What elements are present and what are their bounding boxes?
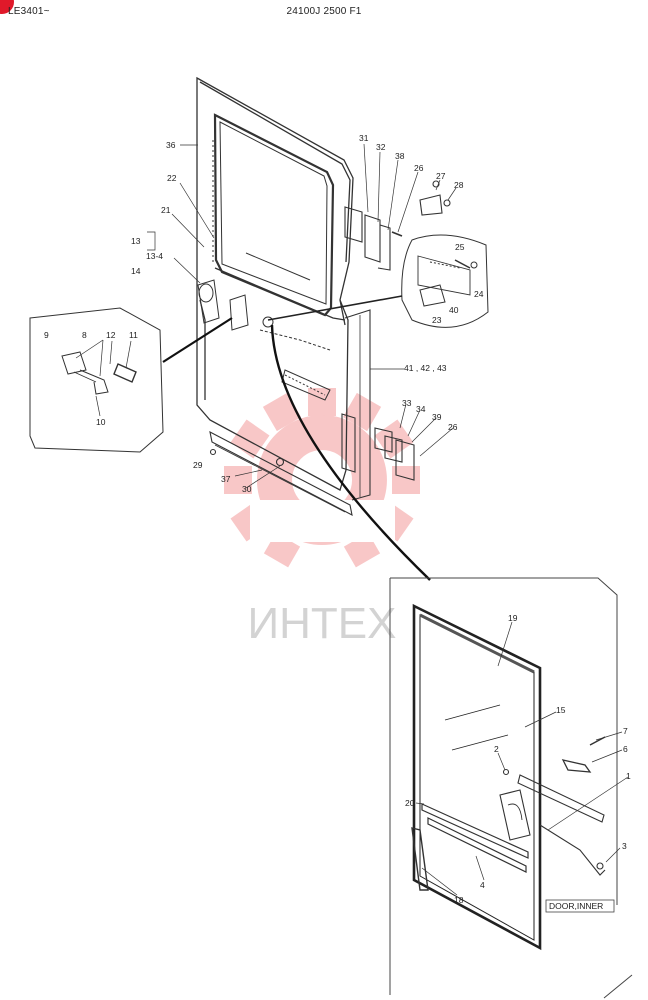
- callout-23: 23: [432, 315, 442, 325]
- callout-37: 37: [221, 474, 231, 484]
- callout-26-upper: 26: [414, 163, 424, 173]
- callout-39: 39: [432, 412, 442, 422]
- callout-21: 21: [161, 205, 171, 215]
- callout-13: 13: [131, 236, 141, 246]
- callout-28: 28: [454, 180, 464, 190]
- header-center-code: 24100J 2500 F1: [286, 6, 362, 17]
- callout-3: 3: [622, 841, 627, 851]
- callout-36: 36: [166, 140, 176, 150]
- leader-hinge-detail: [267, 295, 403, 321]
- callout-30: 30: [242, 484, 252, 494]
- callout-18: 18: [454, 895, 464, 905]
- callout-31: 31: [359, 133, 369, 143]
- callout-4: 4: [480, 880, 485, 890]
- watermark-gear-logo: [224, 388, 420, 568]
- callout-1: 1: [626, 771, 631, 781]
- lower-hinge: [341, 413, 415, 481]
- upper-hinge: [344, 206, 403, 271]
- callout-2: 2: [494, 744, 499, 754]
- door-outer-panel: [196, 76, 354, 491]
- callout-8: 8: [82, 330, 87, 340]
- lower-detail-frame: [389, 577, 633, 999]
- callout-19: 19: [508, 613, 518, 623]
- callout-leaders: [75, 143, 629, 896]
- callout-12: 12: [106, 330, 116, 340]
- callout-15: 15: [556, 705, 566, 715]
- handle-detail-callout: [29, 307, 164, 453]
- watermark-text: ИНТЕХ: [248, 599, 397, 648]
- callout-41-42-43: 41 , 42 , 43: [404, 363, 447, 373]
- callout-11: 11: [129, 330, 138, 340]
- callout-14: 14: [131, 266, 141, 276]
- callout-27: 27: [436, 171, 446, 181]
- callout-13-4: 13-4: [146, 251, 163, 261]
- callout-7: 7: [623, 726, 628, 736]
- hinge-detail-callout: [401, 234, 489, 328]
- callout-32: 32: [376, 142, 386, 152]
- header-left-code: LE3401~: [8, 6, 50, 17]
- door-handle-assembly: [197, 279, 331, 401]
- upper-hinge-detail-27-28: [419, 180, 451, 216]
- door-inner-label: DOOR,INNER: [549, 901, 603, 911]
- callout-38: 38: [395, 151, 405, 161]
- callout-6: 6: [623, 744, 628, 754]
- door-inner-box: [545, 899, 615, 913]
- callout-29: 29: [193, 460, 203, 470]
- callout-labels: 36 22 21 13 13-4 14 31 32 38 26 27 28 25…: [44, 133, 631, 905]
- callout-26-lower: 26: [448, 422, 458, 432]
- glass-channels: [411, 803, 529, 891]
- callout-10: 10: [96, 417, 106, 427]
- callout-24: 24: [474, 289, 484, 299]
- window-regulator: [499, 736, 606, 876]
- callout-40: 40: [449, 305, 459, 315]
- callout-22: 22: [167, 173, 177, 183]
- callout-25: 25: [455, 242, 465, 252]
- door-inner-panel: [344, 309, 371, 501]
- leader-handle-detail: [162, 317, 233, 363]
- callout-20: 20: [405, 798, 415, 808]
- callout-34: 34: [416, 404, 426, 414]
- leader-lower-detail: [270, 324, 431, 581]
- step-plate: [209, 430, 353, 517]
- door-glass: [412, 603, 542, 951]
- callout-9: 9: [44, 330, 49, 340]
- callout-33: 33: [402, 398, 412, 408]
